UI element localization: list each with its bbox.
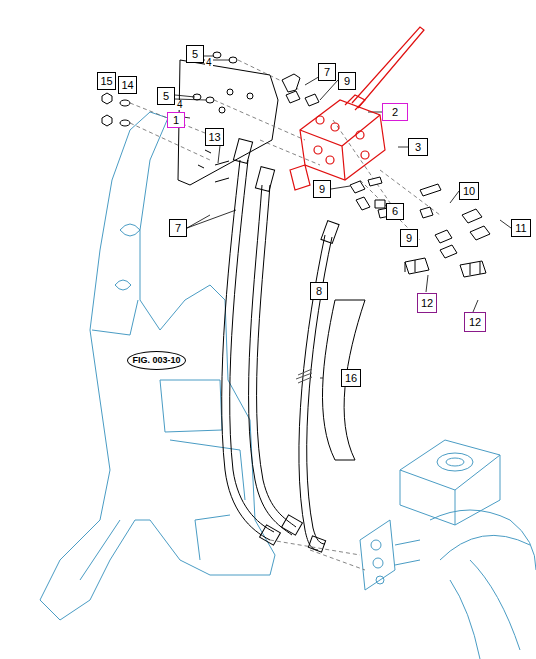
callout-number: 4	[205, 58, 213, 68]
callout-text: 3	[415, 142, 421, 153]
callout-number: 12	[464, 312, 486, 332]
hydraulic-hoses	[222, 139, 339, 552]
callout-number: 10	[459, 182, 479, 200]
callout-text: 5	[192, 49, 198, 60]
callout-number: 11	[511, 219, 531, 237]
pedal-frame	[40, 112, 275, 620]
callout-text: 7	[175, 223, 181, 234]
pump-housing	[360, 440, 536, 659]
callout-text: 5	[163, 91, 169, 102]
callout-number: 9	[313, 180, 331, 198]
callout-number: 5	[157, 87, 175, 105]
mounting-bracket	[178, 60, 278, 185]
callout-number: 3	[408, 138, 428, 156]
callout-text: 8	[316, 286, 322, 297]
callout-number: 16	[341, 369, 361, 387]
callout-number: 2	[382, 103, 408, 121]
callout-number: 13	[205, 128, 224, 146]
callout-text: 12	[421, 298, 433, 309]
callout-text: FIG. 003-10	[132, 356, 180, 365]
callout-text: 13	[208, 132, 220, 143]
callout-text: 11	[515, 223, 526, 234]
callout-number: 4	[176, 100, 184, 110]
callout-number: 9	[338, 72, 356, 90]
callout-number: 12	[417, 293, 437, 313]
callout-number: 14	[118, 76, 137, 94]
callout-text: 9	[344, 76, 350, 87]
callout-number: 9	[400, 229, 418, 247]
nuts-washers	[102, 52, 237, 182]
callout-text: 12	[469, 317, 481, 328]
callout-number: 7	[169, 219, 187, 237]
callout-text: 6	[392, 206, 398, 217]
callout-text: 2	[392, 107, 398, 118]
callout-number: 8	[310, 282, 328, 300]
callout-number: 1	[167, 112, 185, 128]
callout-number: 15	[97, 72, 116, 90]
control-valve	[290, 27, 424, 190]
leader-lines	[130, 60, 440, 570]
callout-text: 16	[345, 373, 357, 384]
callout-text: 10	[463, 186, 475, 197]
callout-text: 9	[319, 184, 325, 195]
callout-text: 14	[121, 80, 133, 91]
protective-sleeve	[296, 300, 365, 460]
callout-number: 6	[386, 203, 404, 220]
callout-number: 7	[318, 63, 336, 81]
callout-text: 7	[324, 67, 330, 78]
figure-reference: FIG. 003-10	[127, 351, 186, 370]
callout-text: 15	[100, 76, 112, 87]
fittings	[282, 74, 490, 277]
callout-number: 5	[186, 45, 204, 63]
callout-text: 1	[173, 115, 179, 126]
callout-text: 9	[406, 233, 412, 244]
